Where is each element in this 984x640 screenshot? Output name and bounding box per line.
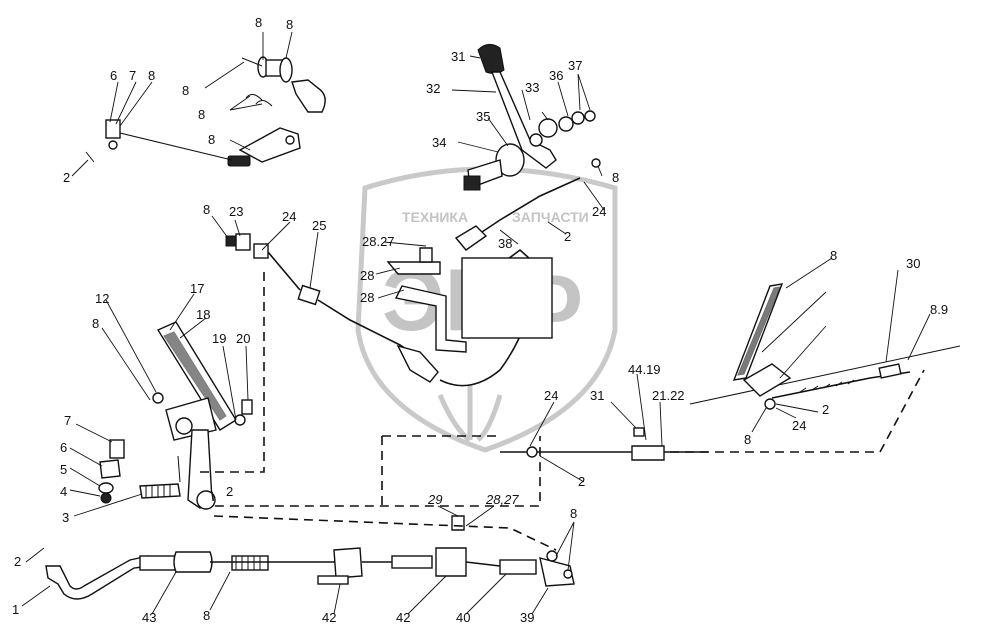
callout-15: 8	[198, 107, 205, 122]
callout-1: 1	[12, 602, 19, 617]
callout-28-27-mid: 31	[590, 388, 604, 403]
hand-lever-assembly	[463, 44, 601, 191]
accelerator-pedal-assembly	[689, 283, 961, 410]
callout-7: 7	[64, 413, 71, 428]
callout-19: 17	[190, 281, 204, 296]
callout-25: 25	[312, 218, 326, 233]
callout-5: 5	[60, 462, 67, 477]
callout-2-mid: 2	[578, 474, 585, 489]
callout-27-italic: 28,27	[485, 492, 519, 507]
callout-31-left: 34	[432, 135, 446, 150]
callout-31-top: 33	[525, 80, 539, 95]
callout-4: 4	[60, 484, 67, 499]
watermark-text-left: ТЕХНИКА	[402, 209, 468, 225]
callout-28: 28.27	[362, 234, 395, 249]
callout-12: 7	[129, 68, 136, 83]
callout-42-right: 8.9	[930, 302, 948, 317]
callout-24-right: 24	[792, 418, 806, 433]
callout-32: 35	[476, 109, 490, 124]
callout-8-bottom: 8	[203, 608, 210, 623]
callout-40: 43	[142, 610, 156, 625]
callout-6: 6	[60, 440, 67, 455]
callout-17: 8	[255, 15, 262, 30]
watermark-text-right: ЗАПЧАСТИ	[512, 209, 589, 225]
callout-2-top: 2	[63, 170, 70, 185]
callout-27: 28	[360, 268, 374, 283]
callout-24-upper: 24	[592, 204, 606, 219]
callout-29: 31	[451, 49, 465, 64]
callout-30: 32	[426, 81, 440, 96]
callout-8-right-bottom: 8	[570, 506, 577, 521]
callout-23: 23	[229, 204, 243, 219]
bottom-rod-assembly	[45, 515, 575, 600]
callout-8-pedal: 8	[92, 316, 99, 331]
callout-26: 28	[360, 290, 374, 305]
callout-28-27-right: 30	[906, 256, 920, 271]
leader-lines	[21, 31, 931, 615]
dashed-routes	[200, 272, 925, 551]
callout-37: 40	[456, 610, 470, 625]
callout-38: 42	[396, 610, 410, 625]
callout-33: 36	[549, 68, 563, 83]
callout-24-mid: 24	[544, 388, 558, 403]
callout-35: 38	[498, 236, 512, 251]
callout-16: 8	[182, 83, 189, 98]
callout-8-upper-right: 8	[612, 170, 619, 185]
bracket-and-cable-35	[386, 177, 581, 387]
callout-43: 21.22	[652, 388, 685, 403]
callout-2-upper: 2	[564, 229, 571, 244]
callout-13: 8	[148, 68, 155, 83]
callout-42-mid: 44.19	[628, 362, 661, 377]
callout-22: 20	[236, 331, 250, 346]
callout-28-italic: 29	[427, 492, 442, 507]
hand-throttle-assembly	[85, 56, 326, 167]
callout-9: 12	[95, 291, 109, 306]
callout-36: 39	[520, 610, 534, 625]
watermark-wheat	[437, 385, 503, 443]
callout-24-rod: 24	[282, 209, 296, 224]
callout-11: 6	[110, 68, 117, 83]
callout-8-rod: 8	[203, 202, 210, 217]
callout-34: 37	[568, 58, 582, 73]
callout-2-bottom: 2	[14, 554, 21, 569]
callout-44-19: 8	[830, 248, 837, 263]
callout-39: 42	[322, 610, 336, 625]
callout-14: 8	[208, 132, 215, 147]
callout-8-right: 8	[744, 432, 751, 447]
callout-3: 3	[62, 510, 69, 525]
callout-2-pedal: 2	[226, 484, 233, 499]
callout-20: 18	[196, 307, 210, 322]
callout-18: 8	[286, 17, 293, 32]
callout-21: 19	[212, 331, 226, 346]
pedal-assembly	[98, 321, 253, 510]
callout-labels: 8 8 8 8 8 6 7 8 2 31 32 33 36 37 35 34 8…	[12, 15, 948, 625]
callout-2-right: 2	[822, 402, 829, 417]
